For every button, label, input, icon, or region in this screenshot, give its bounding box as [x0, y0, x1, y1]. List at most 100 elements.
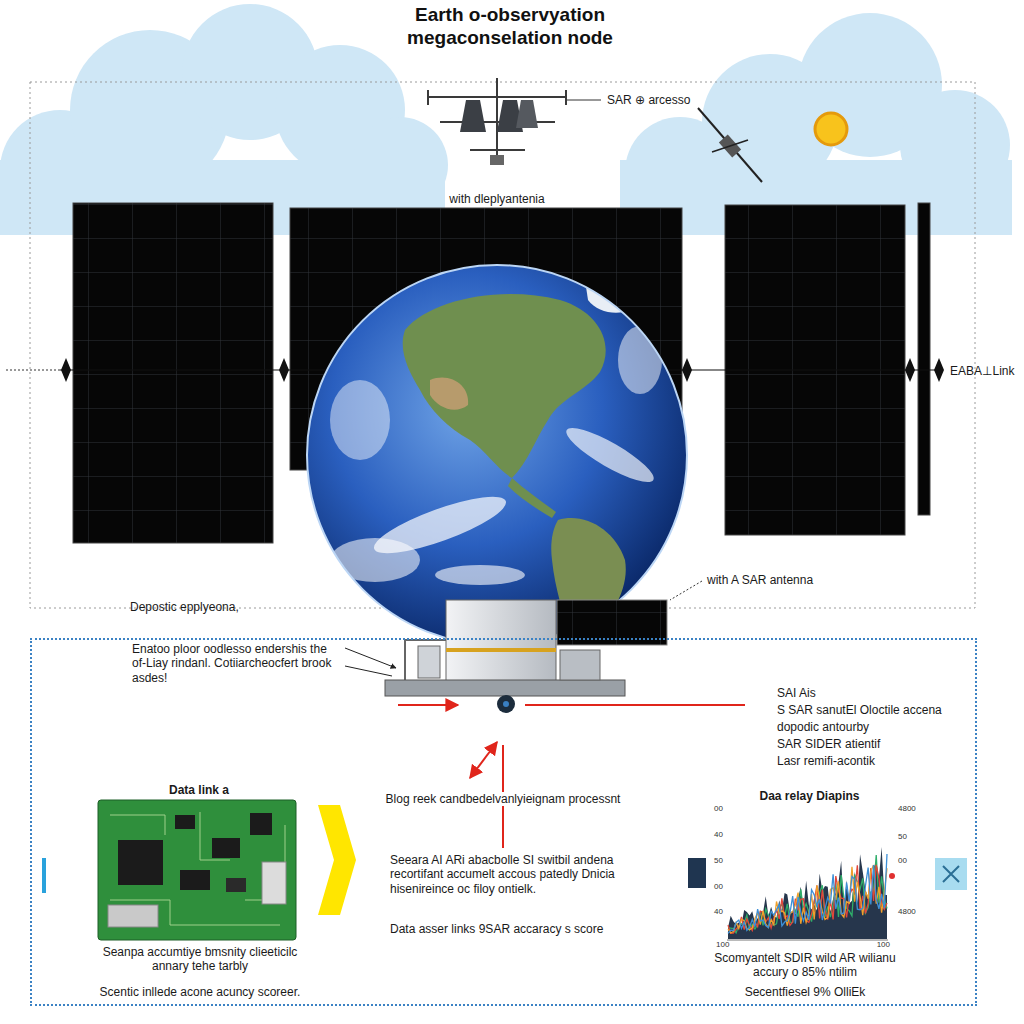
antenna-dish — [516, 100, 538, 128]
annotation-line: dopodic antourby — [777, 720, 869, 734]
relay-chart-card: Daa relay Diapins — [729, 810, 890, 942]
chart-ground — [727, 808, 888, 940]
icon-square — [935, 858, 967, 890]
board-chip — [212, 838, 240, 858]
annotation-line: S SAR sanutEl Oloctile accena — [777, 703, 942, 717]
icon-cross — [943, 866, 959, 882]
axis-tick: 40 — [714, 831, 723, 839]
board-chip — [118, 840, 163, 885]
chart-caption: Secentfiesel 9% OlliEk — [745, 985, 866, 999]
diagram-title: Earth o-observyation megaconselation nod… — [385, 4, 635, 50]
axis-tick: 00 — [898, 857, 907, 865]
axis-tick: 00 — [714, 805, 723, 813]
axis-tick: 4800 — [898, 908, 916, 916]
blue-bar — [42, 858, 46, 893]
callout-label: with dleplyantenia — [449, 192, 544, 206]
axis-arrow — [934, 358, 944, 382]
chart-line — [728, 865, 887, 933]
board-caption: Scentic inllede acone acuncy scoreer. — [100, 985, 301, 999]
antenna-bar — [427, 90, 429, 105]
axis-arrow — [905, 358, 915, 382]
cloud-swirl — [330, 538, 420, 582]
satellite-module — [560, 650, 600, 680]
board-caption: Seanpa accumtiye bmsnity clieeticilc ann… — [93, 945, 308, 974]
satellite-strut — [404, 640, 406, 682]
solar-panel — [918, 203, 930, 515]
satellite-body — [446, 600, 556, 685]
chart-axis — [727, 940, 888, 941]
satellite-platform — [385, 680, 625, 696]
cloud — [0, 4, 1012, 235]
axis-tick: 100 — [877, 941, 890, 949]
cloud-swirl — [330, 380, 390, 460]
ice-cap — [585, 277, 642, 313]
card-heading: Daa relay Diapins — [729, 789, 890, 803]
callout-label: SAR ⊕ arcesso — [607, 93, 690, 107]
small-satellite-boom — [698, 108, 762, 182]
red-dot — [889, 873, 895, 879]
yellow-chevron — [318, 805, 356, 915]
cloud-swirl — [435, 565, 525, 585]
antenna-structure — [428, 78, 566, 165]
red-arrow — [470, 742, 497, 778]
antenna-bar — [428, 96, 566, 98]
leader-line — [345, 666, 392, 676]
leader-line — [345, 648, 396, 668]
chart-line — [728, 855, 887, 933]
axis-tick: 50 — [714, 857, 723, 865]
antenna-dish — [460, 100, 486, 132]
card-heading: Data link a — [100, 783, 298, 797]
cloud-swirl — [561, 420, 660, 491]
gold-stripe — [446, 648, 556, 652]
earth-rim — [307, 265, 687, 645]
axis-arrow — [682, 358, 692, 382]
satellite-module — [418, 646, 440, 678]
red-arrow — [398, 704, 458, 706]
antenna-hub — [490, 155, 504, 165]
board-connector — [262, 862, 286, 904]
callout-label: EABA⊥Link — [950, 364, 1014, 378]
antenna-bar — [565, 90, 567, 105]
axis-dotted — [6, 370, 60, 371]
annotation-text: Seeara AI ARi abacbolle SI switbil anden… — [390, 853, 658, 896]
antenna-bar — [440, 121, 555, 123]
circuit-board-card: Data link a — [100, 802, 298, 942]
circuit-board — [98, 800, 296, 940]
axis-tick: 50 — [898, 833, 907, 841]
leader-line — [567, 100, 601, 101]
board-chip — [175, 815, 195, 829]
continent — [508, 478, 556, 518]
panel-text: Enatoo ploor oodlesso endershis the of-L… — [132, 642, 344, 685]
axis-tick: 00 — [714, 883, 723, 891]
annotation-heading: SAI Ais — [777, 686, 816, 700]
red-line — [525, 704, 745, 706]
callout-label: with A SAR antenna — [707, 573, 813, 587]
axis-arrow — [61, 358, 71, 382]
small-satellite-panel — [712, 140, 748, 152]
desert — [430, 378, 468, 410]
annotation-line: Lasr remifi-acontik — [777, 754, 875, 768]
satellite-lens — [497, 695, 515, 713]
callout-label: Depostic epplyeona, — [130, 600, 239, 614]
process-label: Blog reek candbedelvanlyieignam processn… — [383, 792, 624, 806]
navy-square — [688, 858, 706, 888]
axis-tick: 4800 — [898, 805, 916, 813]
axis-arrow — [279, 358, 289, 382]
sun — [815, 113, 847, 145]
continent — [403, 294, 606, 478]
chart-area — [728, 847, 887, 939]
board-trace — [110, 815, 165, 835]
chart-line — [728, 854, 887, 933]
leader-line — [670, 581, 702, 600]
cloud-swirl — [618, 326, 662, 394]
satellite-lens-glint — [503, 701, 509, 707]
annotation-line: SAR SIDER atientif — [777, 737, 880, 751]
axis-tick: 100 — [716, 941, 729, 949]
chart-line — [728, 865, 887, 933]
board-chip — [226, 878, 246, 892]
solar-panel — [73, 203, 273, 543]
board-chip — [250, 813, 272, 835]
axis-tick: 40 — [714, 908, 723, 916]
earth-globe — [307, 265, 687, 645]
